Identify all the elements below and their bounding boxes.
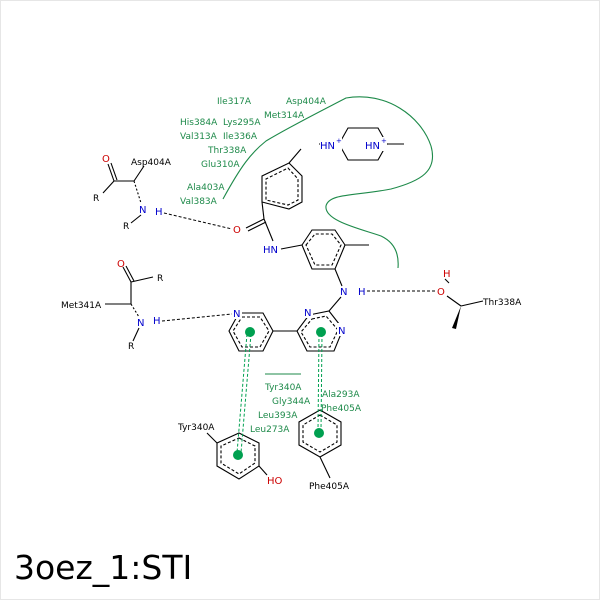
carbonyl-bond — [261, 201, 265, 220]
piperazine-n1-label: HN — [320, 141, 335, 152]
met341-oxygen-label: O — [117, 259, 125, 270]
met341-n-label: N — [137, 318, 144, 329]
met341-residue-label: Met341A — [61, 301, 102, 311]
thr338-h-label: H — [443, 269, 451, 280]
pyridine-centroid — [245, 327, 255, 337]
pocket-contour-upper — [222, 96, 434, 269]
residue-asp404 — [102, 162, 145, 224]
aniline-h-label: H — [358, 287, 366, 298]
asp404-oxygen-label: O — [102, 154, 110, 165]
pyrimidine-n3-label: N — [338, 326, 345, 337]
asp404-residue-label: Asp404A — [131, 158, 172, 168]
pocket-label-asp404: Asp404A — [286, 97, 327, 107]
piperazine-n4-charge: + — [381, 137, 387, 145]
pocket-label-his384: His384A — [180, 118, 218, 128]
pocket-label-leu393: Leu393A — [258, 411, 298, 421]
asp404-r1-label: R — [93, 194, 99, 204]
hbond-asp404-amide-o — [163, 212, 233, 230]
pi-stack-pyrimidine-phe405 — [317, 333, 320, 432]
tyr340-centroid — [233, 450, 243, 460]
pocket-label-ala403: Ala403A — [187, 183, 225, 193]
tyr340-hydroxyl-label: HO — [267, 476, 283, 487]
phe405-residue-label: Phe405A — [309, 482, 350, 492]
pi-stack-pyrimidine-phe405-b — [320, 333, 323, 432]
hbond-met341-pyridine-n — [161, 313, 233, 322]
asp404-n-label: N — [139, 205, 146, 216]
pocket-label-tyr340: Tyr340A — [264, 383, 302, 393]
tyr340-residue-label: Tyr340A — [177, 423, 215, 433]
pocket-label-phe405: Phe405A — [321, 404, 362, 414]
aniline-n-label: N — [340, 287, 347, 298]
residue-tyr340 — [206, 432, 268, 480]
pocket-label-thr338: Thr338A — [207, 146, 247, 156]
phe405-centroid — [314, 428, 324, 438]
pocket-label-gly344: Gly344A — [272, 397, 311, 407]
pocket-label-met314: Met314A — [264, 111, 305, 121]
pyridine-ring — [228, 312, 274, 352]
amide-oxygen-label: O — [233, 225, 241, 236]
pyrimidine-centroid — [316, 327, 326, 337]
pocket-label-glu310: Glu310A — [201, 160, 240, 170]
pyrimidine-n1-label: N — [304, 308, 311, 319]
pocket-label-ile336: Ile336A — [223, 132, 258, 142]
pocket-label-ile317: Ile317A — [217, 97, 252, 107]
thr338-residue-label: Thr338A — [482, 298, 522, 308]
residue-phe405 — [298, 409, 342, 479]
asp404-h-label: H — [155, 207, 163, 218]
met341-h-label: H — [153, 316, 161, 327]
asp404-r2-label: R — [123, 222, 129, 232]
met341-r1-label: R — [157, 274, 163, 284]
pocket-label-leu273: Leu273A — [250, 425, 290, 435]
pocket-label-lys295: Lys295A — [223, 118, 261, 128]
pocket-label-val313: Val313A — [180, 132, 218, 142]
residue-met341 — [105, 265, 154, 342]
met341-r2-label: R — [128, 342, 134, 352]
amide-nh-label: HN — [263, 245, 278, 256]
thr338-oxygen-label: O — [437, 287, 445, 298]
methylphenyl-ring — [301, 229, 369, 270]
residue-thr338 — [444, 278, 484, 329]
pyridine-n-label: N — [233, 309, 240, 320]
pocket-label-ala293: Ala293A — [322, 390, 360, 400]
piperazine-n4-label: HN — [365, 141, 380, 152]
structure-title: 3oez_1:STI — [14, 548, 193, 587]
benzamide-ring — [261, 162, 303, 210]
piperazine-n1-charge: + — [336, 137, 342, 145]
pocket-label-val383: Val383A — [180, 197, 218, 207]
